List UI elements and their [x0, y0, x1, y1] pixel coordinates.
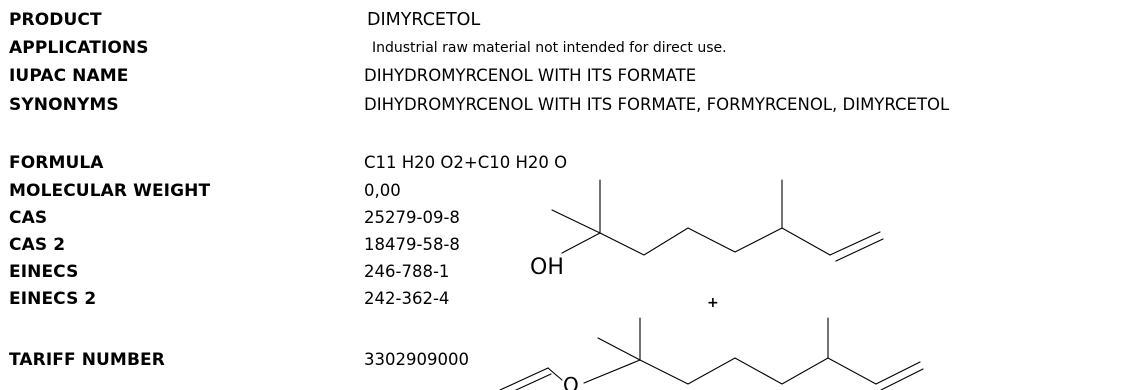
formate-skeleton	[499, 317, 924, 390]
molecular-weight-value: 0,00	[364, 181, 401, 200]
einecs-label: EINECS	[9, 262, 79, 282]
product-label: PRODUCT	[9, 10, 102, 30]
einecs-2-label: EINECS 2	[9, 289, 97, 309]
dihydromyrcenol-skeleton	[551, 179, 884, 262]
tariff-number-label: TARIFF NUMBER	[9, 350, 165, 370]
iupac-name-label: IUPAC NAME	[9, 66, 129, 86]
chemical-structure-image: OH + O	[499, 179, 924, 390]
row-tariff-number: TARIFF NUMBER 3302909000	[0, 347, 1130, 373]
cas-2-label: CAS 2	[9, 235, 66, 255]
synonyms-value: DIHYDROMYRCENOL WITH ITS FORMATE, FORMYR…	[364, 95, 950, 114]
row-einecs: EINECS 246-788-1	[0, 259, 1130, 285]
molecular-weight-label: MOLECULAR WEIGHT	[9, 181, 211, 201]
oh-label: OH	[530, 255, 564, 280]
row-cas-2: CAS 2 18479-58-8	[0, 232, 1130, 258]
product-value: DIMYRCETOL	[367, 10, 481, 30]
synonyms-label: SYNONYMS	[9, 95, 119, 115]
einecs-2-value: 242-362-4	[364, 289, 450, 308]
row-einecs-2: EINECS 2 242-362-4	[0, 286, 1130, 312]
formula-value: C11 H20 O2+C10 H20 O	[364, 153, 568, 172]
row-iupac-name: IUPAC NAME DIHYDROMYRCENOL WITH ITS FORM…	[0, 63, 1130, 89]
cas-label: CAS	[9, 208, 48, 228]
iupac-name-value: DIHYDROMYRCENOL WITH ITS FORMATE	[364, 66, 697, 85]
cas-value: 25279-09-8	[364, 208, 460, 227]
row-cas: CAS 25279-09-8	[0, 205, 1130, 231]
cas-2-value: 18479-58-8	[364, 235, 460, 254]
row-product: PRODUCT DIMYRCETOL	[0, 7, 1130, 33]
row-molecular-weight: MOLECULAR WEIGHT 0,00	[0, 178, 1130, 204]
row-formula: FORMULA C11 H20 O2+C10 H20 O	[0, 150, 1130, 176]
applications-value: Industrial raw material not intended for…	[372, 40, 727, 56]
formula-label: FORMULA	[9, 153, 104, 173]
tariff-number-value: 3302909000	[364, 350, 469, 369]
plus-label: +	[707, 295, 719, 311]
einecs-value: 246-788-1	[364, 262, 450, 281]
row-synonyms: SYNONYMS DIHYDROMYRCENOL WITH ITS FORMAT…	[0, 92, 1130, 118]
applications-label: APPLICATIONS	[9, 38, 149, 58]
o-label: O	[563, 373, 579, 390]
row-applications: APPLICATIONS Industrial raw material not…	[0, 35, 1130, 61]
